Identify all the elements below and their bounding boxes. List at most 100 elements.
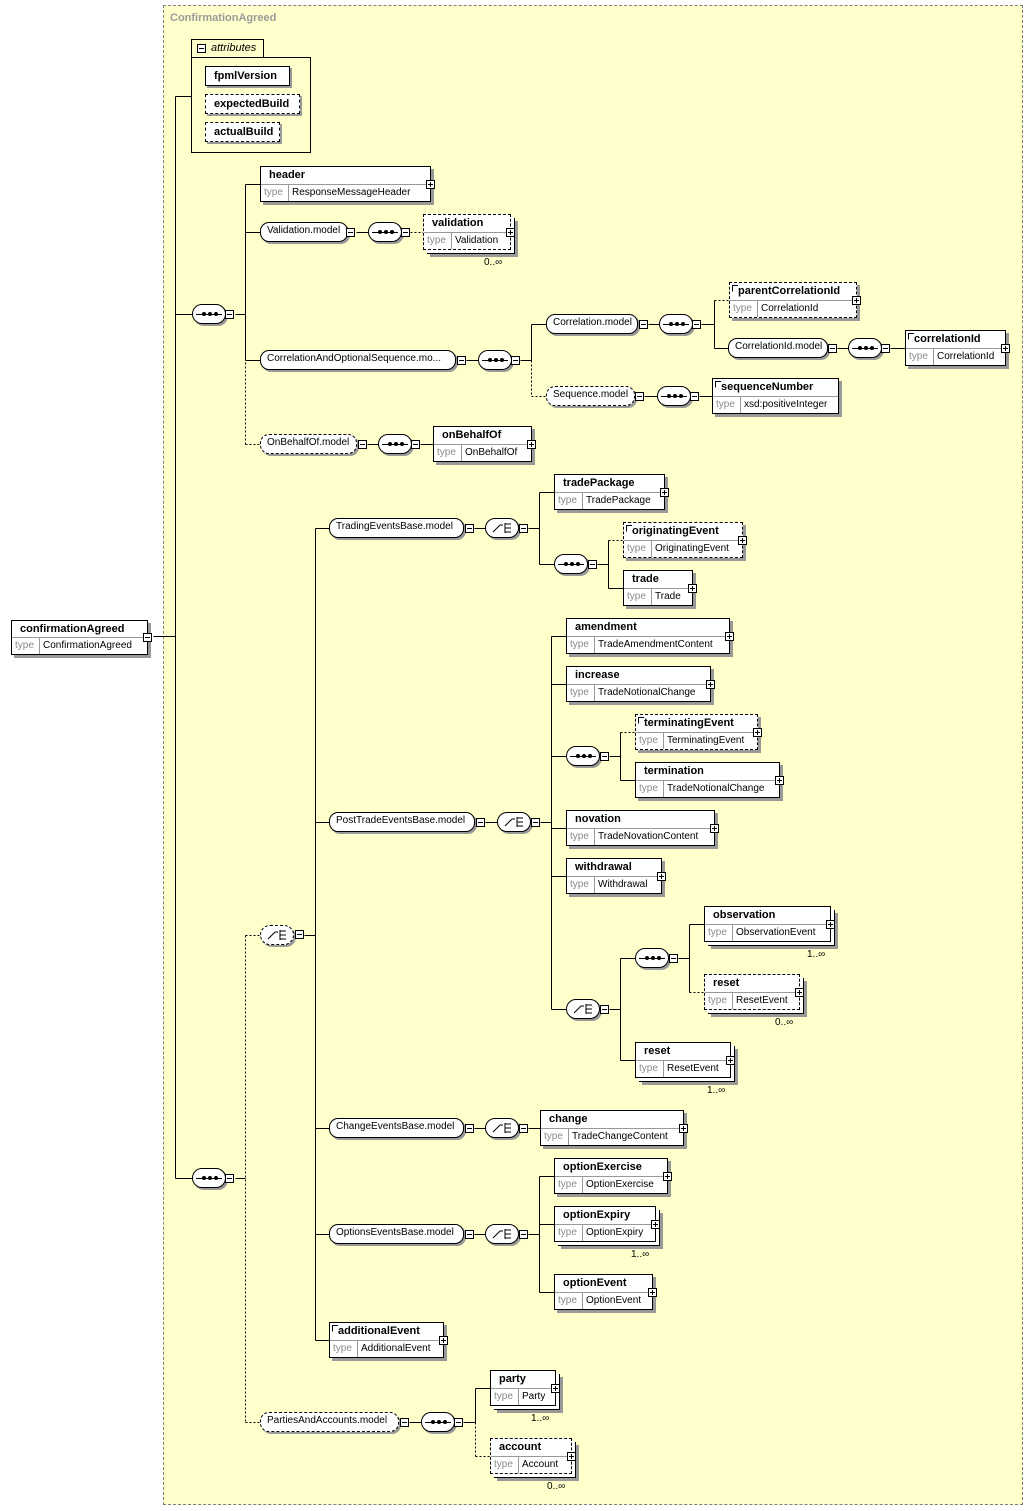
sequence-compositor[interactable] <box>554 554 588 574</box>
collapse-icon[interactable] <box>457 356 466 365</box>
collapse-icon[interactable] <box>401 228 410 237</box>
expand-icon[interactable] <box>688 584 697 593</box>
collapse-icon[interactable] <box>465 524 474 533</box>
group-post-trade-events-base-model[interactable]: PostTradeEventsBase.model <box>329 812 475 832</box>
group-change-events-base-model[interactable]: ChangeEventsBase.model <box>329 1118 464 1138</box>
expand-icon[interactable] <box>657 872 666 881</box>
collapse-icon[interactable] <box>225 1174 234 1183</box>
choice-compositor[interactable] <box>566 999 600 1019</box>
sequence-compositor[interactable] <box>478 350 512 370</box>
group-sequence-model[interactable]: Sequence.model <box>546 386 635 406</box>
collapse-icon[interactable] <box>295 930 304 939</box>
collapse-icon[interactable] <box>828 344 837 353</box>
collapse-icon[interactable] <box>669 954 678 963</box>
collapse-attributes-icon[interactable] <box>197 44 206 53</box>
group-validation-model[interactable]: Validation.model <box>260 222 348 242</box>
expand-icon[interactable] <box>527 440 536 449</box>
expand-icon[interactable] <box>1001 344 1010 353</box>
collapse-icon[interactable] <box>346 228 355 237</box>
expand-icon[interactable] <box>852 296 861 305</box>
choice-compositor[interactable] <box>485 518 519 538</box>
expand-icon[interactable] <box>660 488 669 497</box>
collapse-icon[interactable] <box>531 818 540 827</box>
expand-icon[interactable] <box>648 1288 657 1297</box>
collapse-icon[interactable] <box>225 310 234 319</box>
choice-compositor[interactable] <box>497 812 531 832</box>
sequence-compositor[interactable] <box>657 386 691 406</box>
expand-icon[interactable] <box>738 536 747 545</box>
expand-icon[interactable] <box>795 988 804 997</box>
sequence-compositor[interactable] <box>566 746 600 766</box>
collapse-icon[interactable] <box>588 560 597 569</box>
collapse-icon[interactable] <box>358 440 367 449</box>
expand-icon[interactable] <box>567 1452 576 1461</box>
expand-icon[interactable] <box>679 1124 688 1133</box>
group-trading-events-base-model[interactable]: TradingEventsBase.model <box>329 518 464 538</box>
collapse-icon[interactable] <box>519 1124 528 1133</box>
expand-icon[interactable] <box>826 920 835 929</box>
collapse-icon[interactable] <box>411 440 420 449</box>
group-correlation-and-optional-sequence[interactable]: CorrelationAndOptionalSequence.mo... <box>260 350 456 370</box>
expand-icon[interactable] <box>663 1172 672 1181</box>
group-on-behalf-of-model[interactable]: OnBehalfOf.model <box>260 434 357 454</box>
expand-icon[interactable] <box>439 1336 448 1345</box>
group-correlation-model[interactable]: Correlation.model <box>546 314 638 334</box>
collapse-icon[interactable] <box>600 752 609 761</box>
collapse-icon[interactable] <box>454 1418 463 1427</box>
collapse-icon[interactable] <box>692 320 701 329</box>
collapse-icon[interactable] <box>600 1005 609 1014</box>
collapse-icon[interactable] <box>476 818 485 827</box>
attribute-expectedBuild[interactable]: expectedBuild <box>205 94 300 114</box>
attribute-actualBuild[interactable]: actualBuild <box>205 122 280 142</box>
collapse-icon[interactable] <box>143 633 152 642</box>
collapse-icon[interactable] <box>519 1230 528 1239</box>
attributes-tab[interactable]: attributes <box>191 39 264 58</box>
sequence-compositor[interactable] <box>421 1412 455 1432</box>
group-correlation-id-model[interactable]: CorrelationId.model <box>728 338 828 358</box>
sequence-compositor[interactable] <box>635 948 669 968</box>
expand-icon[interactable] <box>775 776 784 785</box>
collapse-icon[interactable] <box>881 344 890 353</box>
collapse-icon[interactable] <box>400 1418 409 1427</box>
attribute-fpmlVersion[interactable]: fpmlVersion <box>205 66 290 86</box>
group-options-events-base-model[interactable]: OptionsEventsBase.model <box>329 1224 464 1244</box>
expand-icon[interactable] <box>753 728 762 737</box>
expand-icon[interactable] <box>725 632 734 641</box>
sequence-compositor[interactable] <box>659 314 693 334</box>
collapse-icon[interactable] <box>465 1230 474 1239</box>
collapse-icon[interactable] <box>511 356 520 365</box>
collapse-icon[interactable] <box>519 524 528 533</box>
choice-compositor[interactable] <box>260 925 294 945</box>
sequence-compositor[interactable] <box>848 338 882 358</box>
choice-compositor[interactable] <box>485 1224 519 1244</box>
collapse-icon[interactable] <box>639 320 648 329</box>
choice-compositor[interactable] <box>485 1118 519 1138</box>
sequence-compositor[interactable] <box>378 434 412 454</box>
collapse-icon[interactable] <box>465 1124 474 1133</box>
